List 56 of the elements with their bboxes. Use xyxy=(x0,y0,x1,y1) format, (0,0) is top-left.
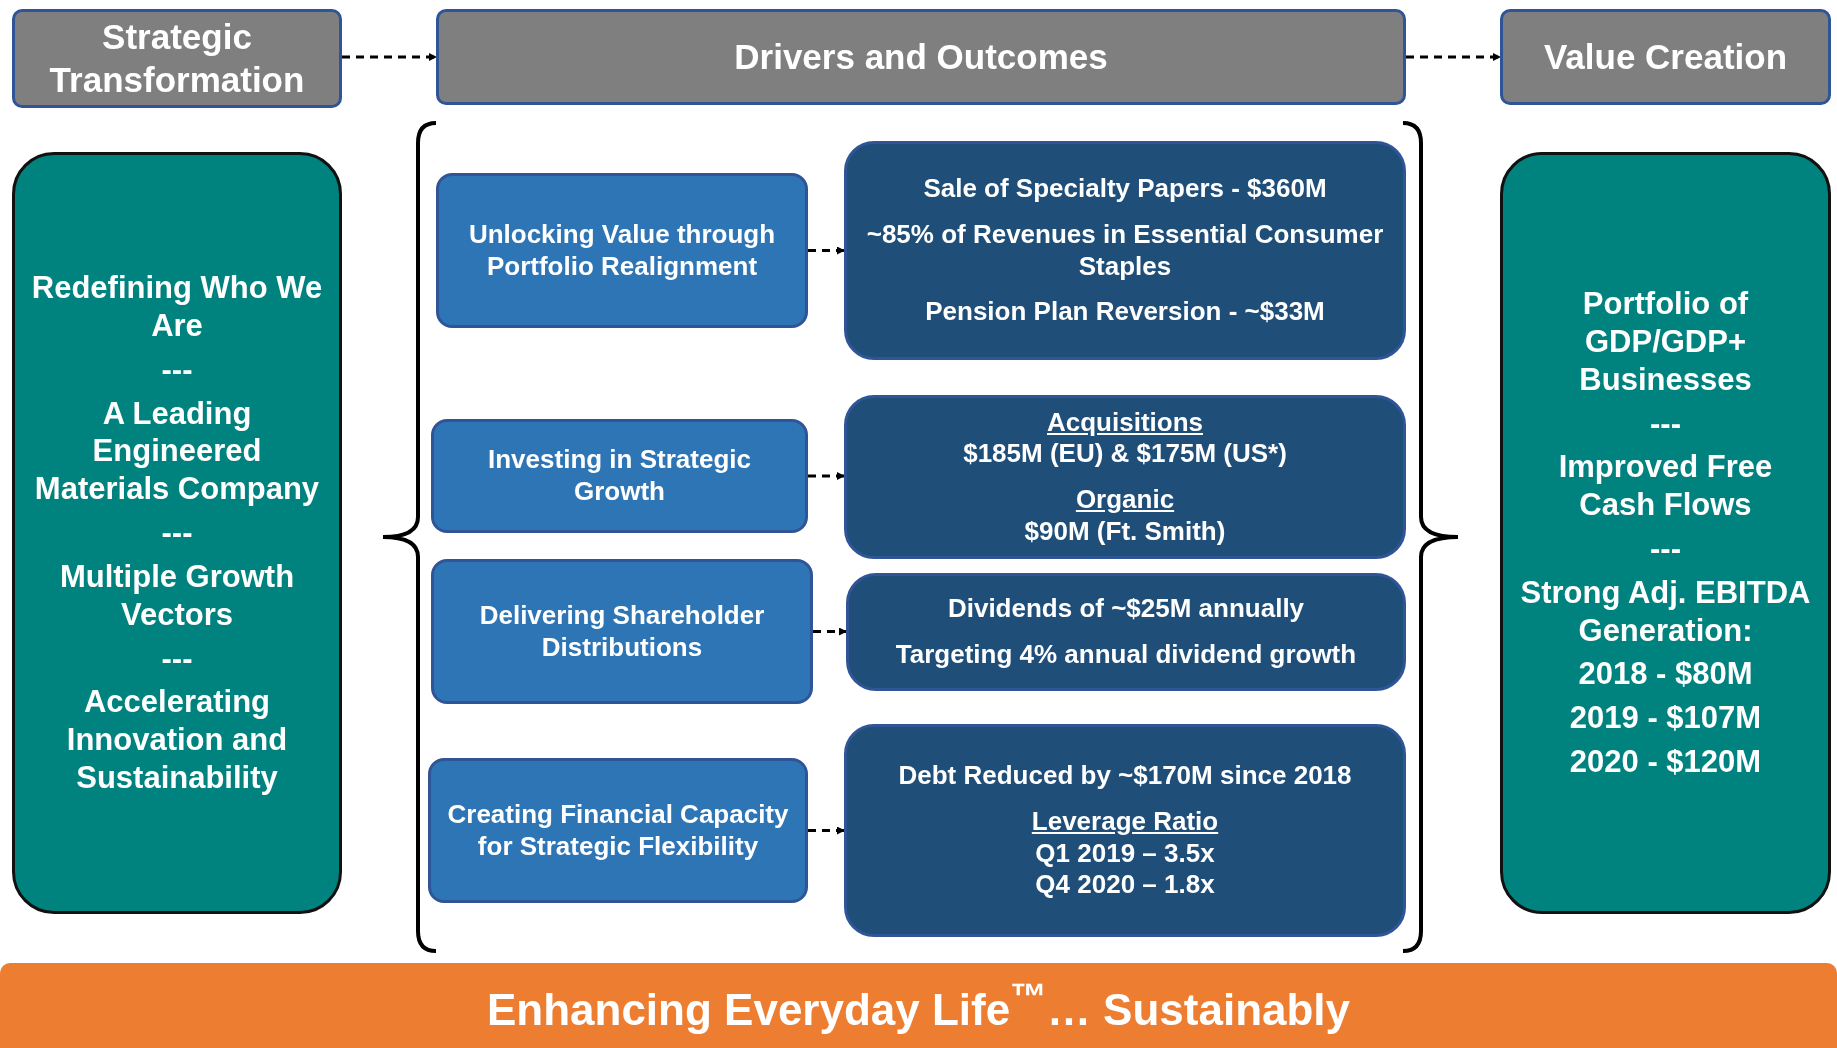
tagline-text: Enhancing Everyday Life$^{™}$… Sustainably xyxy=(486,974,1351,1036)
node-text: Investing in Strategic Growth xyxy=(487,444,752,508)
header-box xyxy=(1500,9,1831,105)
driver-box xyxy=(431,419,808,533)
node-text: Targeting 4% annual dividend growth xyxy=(895,639,1357,671)
node-text: 2019 - $107M xyxy=(1569,699,1762,738)
pillar-panel xyxy=(12,152,342,914)
header-text: Drivers and Outcomes xyxy=(734,35,1108,78)
driver-box xyxy=(428,758,808,903)
arrow xyxy=(342,53,437,61)
arrow xyxy=(813,627,847,636)
node-text: Q1 2019 – 3.5x xyxy=(1035,837,1215,870)
node-text: Leverage Ratio xyxy=(1031,805,1219,838)
header-text: Value Creation xyxy=(1543,35,1788,78)
header-box xyxy=(12,9,342,108)
node-text: Dividends of ~$25M annually xyxy=(947,593,1305,625)
node-text: Debt Reduced by ~$170M since 2018 xyxy=(898,760,1352,792)
header-box xyxy=(436,9,1406,105)
node-text: Acquisitions xyxy=(1047,406,1203,439)
tagline-banner xyxy=(0,963,1837,1048)
arrow xyxy=(808,472,845,480)
node-text: Redefining Who We Are xyxy=(30,269,324,345)
driver-box xyxy=(436,173,808,328)
arrow xyxy=(1406,53,1501,61)
node-text: 2018 - $80M xyxy=(1578,655,1753,694)
arrow xyxy=(808,246,845,255)
node-text: Unlocking Value through Portfolio Realignment xyxy=(467,218,777,283)
node-text: Accelerating Innovation and Sustainability xyxy=(65,683,289,797)
node-text: Pension Plan Reversion - ~$33M xyxy=(925,296,1325,328)
node-text: Portfolio of GDP/GDP+ Businesses xyxy=(1578,285,1753,399)
outcome-box xyxy=(844,141,1406,360)
node-text: $90M (Ft. Smith) xyxy=(1024,515,1226,548)
node-text: --- xyxy=(161,514,193,552)
node-text: ~85% of Revenues in Essential Consumer Staples xyxy=(865,218,1385,283)
outcome-box xyxy=(846,573,1406,691)
node-text: A Leading Engineered Materials Company xyxy=(33,394,321,509)
node-text: --- xyxy=(1650,404,1681,443)
node-text: Creating Financial Capacity for Strategic Flexibility xyxy=(446,798,790,863)
node-text: 2020 - $120M xyxy=(1569,743,1762,781)
node-text: Organic xyxy=(1075,484,1175,516)
node-text: $185M (EU) & $175M (US*) xyxy=(963,438,1287,470)
pillar-panel xyxy=(1500,152,1831,914)
node-text: Q4 2020 – 1.8x xyxy=(1035,869,1215,901)
node-text: Improved Free Cash Flows xyxy=(1557,448,1774,524)
node-text: --- xyxy=(161,350,193,389)
node-text: Sale of Specialty Papers - $360M xyxy=(923,173,1327,205)
node-text: Strong Adj. EBITDA Generation: xyxy=(1519,573,1812,650)
node-text: Multiple Growth Vectors xyxy=(58,557,296,634)
node-text: --- xyxy=(161,639,193,678)
node-text: --- xyxy=(1650,530,1681,568)
arrow xyxy=(808,826,845,835)
outcome-box xyxy=(844,395,1406,559)
header-text: Strategic Transformation xyxy=(48,15,306,101)
outcome-box xyxy=(844,724,1406,937)
node-text: Delivering Shareholder Distributions xyxy=(478,599,766,664)
driver-box xyxy=(431,559,813,704)
